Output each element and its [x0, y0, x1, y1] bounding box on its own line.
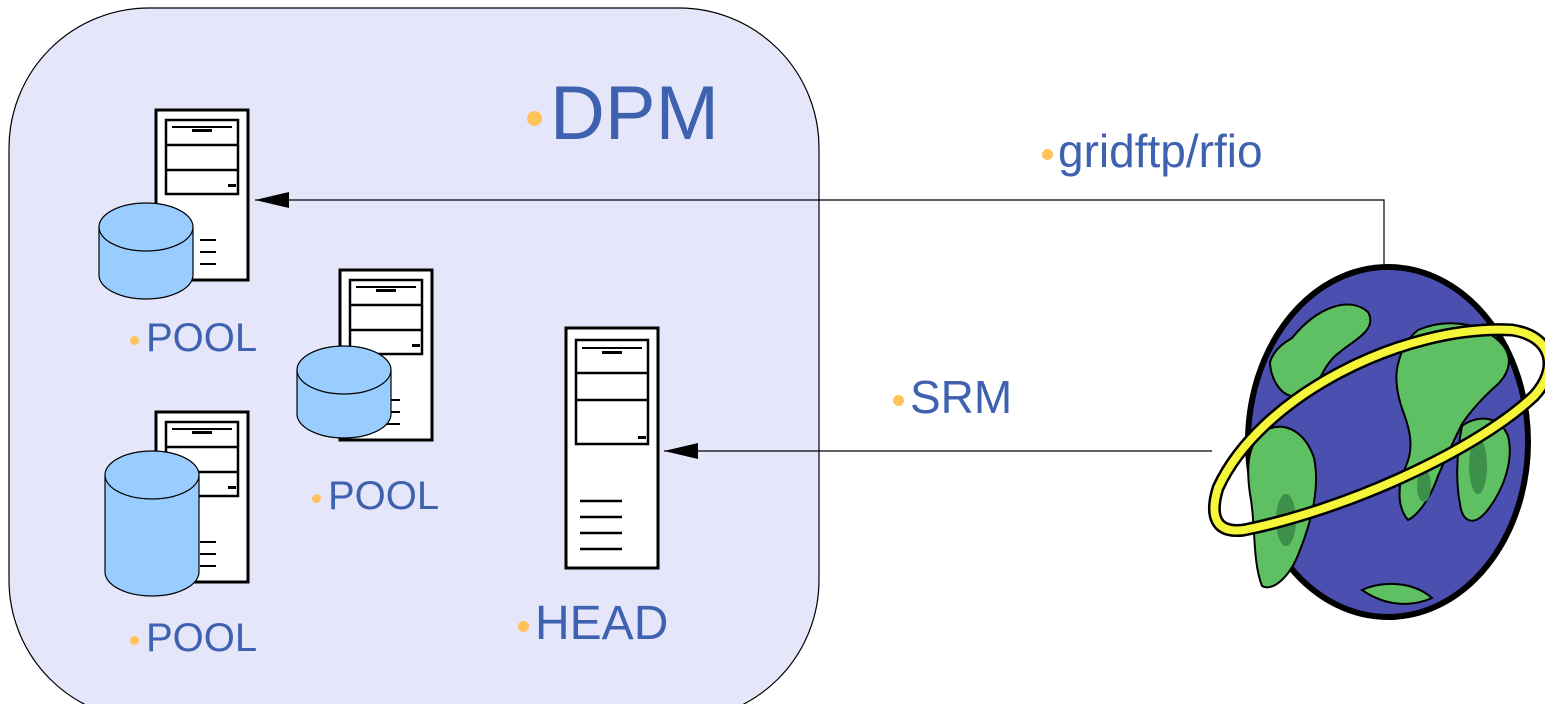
bullet-icon	[893, 395, 904, 407]
srm-text: SRM	[910, 371, 1013, 423]
dpm-title: DPM	[527, 76, 719, 152]
pool-label-2: POOL	[312, 476, 439, 516]
globe-icon	[1208, 264, 1545, 620]
disk-icon	[104, 450, 200, 597]
pool-label-3: POOL	[130, 618, 257, 658]
disk-icon	[296, 345, 392, 439]
gridftp-rfio-arrow	[255, 192, 1385, 276]
bullet-icon	[527, 111, 542, 127]
pool-label-2-text: POOL	[328, 474, 440, 518]
head-label: HEAD	[518, 600, 668, 648]
gridftp-rfio-text: gridftp/rfio	[1058, 125, 1263, 177]
bullet-icon	[130, 635, 139, 645]
bullet-icon	[130, 335, 139, 345]
pool-label-1: POOL	[130, 318, 257, 358]
gridftp-rfio-label: gridftp/rfio	[1042, 128, 1263, 174]
head-label-text: HEAD	[535, 597, 669, 650]
bullet-icon	[518, 620, 529, 632]
bullet-icon	[312, 493, 321, 503]
pool-label-1-text: POOL	[146, 316, 258, 360]
head-server	[564, 326, 660, 570]
pool-label-3-text: POOL	[146, 616, 258, 660]
disk-icon	[98, 202, 194, 300]
srm-label: SRM	[893, 374, 1012, 420]
dpm-title-text: DPM	[550, 71, 719, 156]
bullet-icon	[1042, 149, 1053, 161]
